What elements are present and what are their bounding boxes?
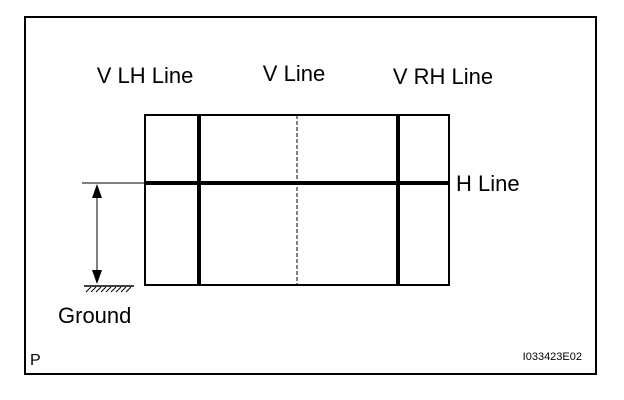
- label-h-line: H Line: [456, 171, 520, 196]
- label-v-rh-line: V RH Line: [393, 64, 493, 89]
- height-dimension-arrow: [92, 184, 102, 284]
- figure-id: I033423E02: [523, 351, 582, 363]
- ground-hatch-icon: [84, 285, 134, 293]
- corner-mark: P: [30, 352, 41, 369]
- label-ground: Ground: [58, 303, 131, 328]
- diagram-frame: [24, 16, 597, 375]
- label-v-line: V Line: [263, 61, 325, 86]
- label-v-lh-line: V LH Line: [97, 63, 194, 88]
